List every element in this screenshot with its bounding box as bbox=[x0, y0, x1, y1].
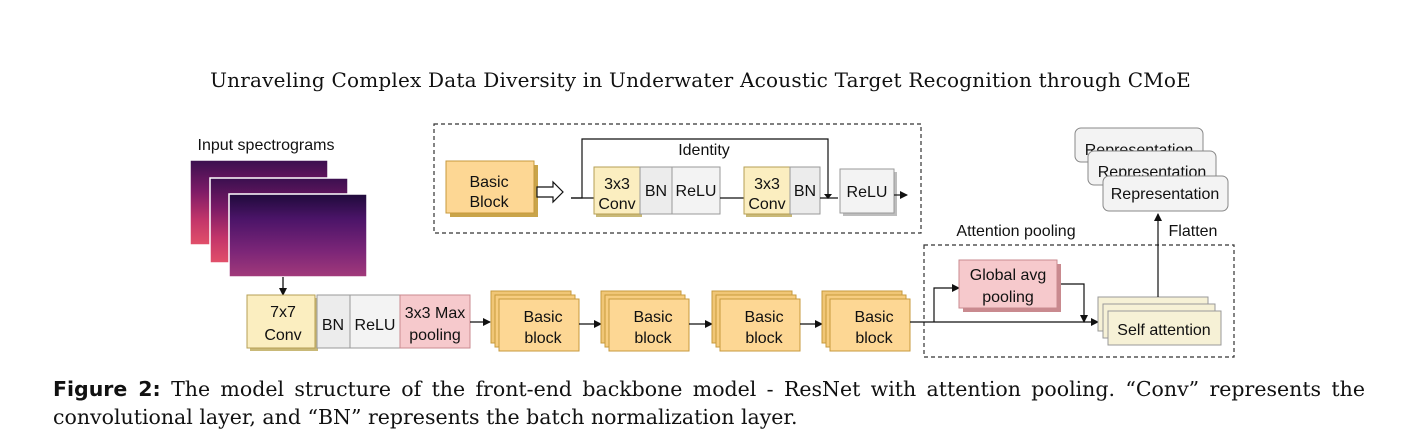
basic-block-detail-frame bbox=[433, 123, 922, 234]
stem-maxpool: 3x3 Max pooling bbox=[399, 294, 471, 349]
detail-relu2: ReLU bbox=[839, 168, 897, 216]
svg-text:BN: BN bbox=[794, 183, 816, 200]
basic-block-1: Basic block bbox=[490, 290, 580, 352]
svg-text:Conv: Conv bbox=[598, 196, 635, 213]
stem-bn: BN bbox=[316, 294, 351, 349]
svg-text:Representation: Representation bbox=[1111, 186, 1220, 203]
svg-text:Basic: Basic bbox=[633, 309, 672, 326]
svg-text:7x7: 7x7 bbox=[270, 304, 296, 321]
svg-text:BN: BN bbox=[322, 317, 344, 334]
svg-text:ReLU: ReLU bbox=[676, 183, 717, 200]
spectrogram-3 bbox=[228, 193, 368, 278]
self-attention: Self attention bbox=[1097, 296, 1222, 346]
svg-text:ReLU: ReLU bbox=[847, 184, 888, 201]
svg-text:block: block bbox=[524, 330, 562, 347]
running-title: Unraveling Complex Data Diversity in Und… bbox=[210, 68, 1191, 92]
svg-text:3x3: 3x3 bbox=[604, 176, 630, 193]
spectrogram-stack bbox=[189, 159, 368, 278]
svg-text:Basic: Basic bbox=[744, 309, 783, 326]
svg-text:3x3: 3x3 bbox=[754, 176, 780, 193]
svg-text:block: block bbox=[745, 330, 783, 347]
detail-bn2: BN bbox=[789, 166, 821, 215]
svg-text:Basic: Basic bbox=[469, 174, 508, 191]
svg-text:ReLU: ReLU bbox=[355, 317, 396, 334]
representation-stack: Representation Representation Representa… bbox=[1074, 127, 1229, 212]
basic-block-3: Basic block bbox=[711, 290, 801, 352]
identity-label: Identity bbox=[678, 142, 730, 159]
flatten-label: Flatten bbox=[1169, 223, 1218, 240]
detail-conv1: 3x3 Conv bbox=[593, 166, 642, 217]
detail-conv2: 3x3 Conv bbox=[743, 166, 792, 217]
global-avg-pooling: Global avg pooling bbox=[958, 259, 1061, 312]
caption-label: Figure 2: bbox=[53, 377, 161, 401]
detail-relu1: ReLU bbox=[671, 166, 721, 215]
svg-text:3x3 Max: 3x3 Max bbox=[405, 305, 465, 322]
caption-text: The model structure of the front-end bac… bbox=[53, 377, 1365, 429]
svg-text:pooling: pooling bbox=[982, 289, 1034, 306]
svg-text:Block: Block bbox=[469, 194, 509, 211]
svg-text:block: block bbox=[634, 330, 672, 347]
basic-block-2: Basic block bbox=[600, 290, 690, 352]
attention-pooling-label: Attention pooling bbox=[956, 223, 1075, 240]
stem-relu: ReLU bbox=[349, 294, 401, 349]
svg-text:Conv: Conv bbox=[748, 196, 785, 213]
stem-conv: 7x7 Conv bbox=[246, 294, 318, 351]
hollow-arrow-icon bbox=[536, 180, 564, 204]
figure-caption: Figure 2: The model structure of the fro… bbox=[53, 375, 1365, 431]
svg-text:block: block bbox=[855, 330, 893, 347]
svg-text:BN: BN bbox=[645, 183, 667, 200]
svg-text:Global avg: Global avg bbox=[970, 267, 1047, 284]
svg-text:Basic: Basic bbox=[854, 309, 893, 326]
input-spectrograms-label: Input spectrograms bbox=[198, 137, 335, 154]
basic-block-legend: Basic Block bbox=[445, 160, 538, 217]
svg-text:pooling: pooling bbox=[409, 327, 461, 344]
svg-text:Conv: Conv bbox=[264, 327, 301, 344]
attention-pooling-frame bbox=[923, 244, 1235, 358]
svg-text:Self attention: Self attention bbox=[1117, 322, 1210, 339]
basic-block-4: Basic block bbox=[821, 290, 911, 352]
detail-bn1: BN bbox=[639, 166, 673, 215]
svg-text:Basic: Basic bbox=[523, 309, 562, 326]
